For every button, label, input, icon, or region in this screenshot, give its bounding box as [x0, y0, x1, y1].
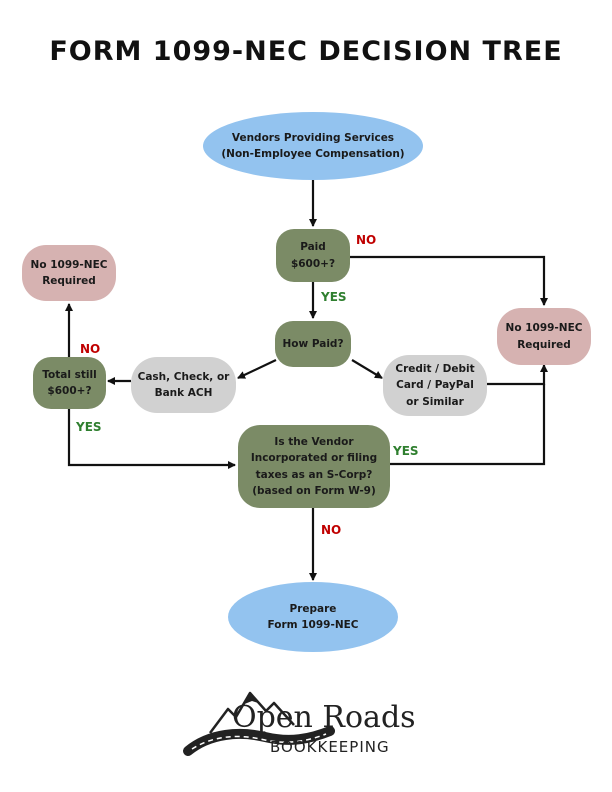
label-yes-incorporated: YES: [393, 444, 419, 458]
label-yes-paid: YES: [321, 290, 347, 304]
label-no-total: NO: [80, 342, 101, 356]
logo-subtitle: BOOKKEEPING: [270, 738, 390, 756]
arrow-credit-to-no: [487, 364, 548, 386]
label-no-paid: NO: [356, 233, 377, 247]
no-1099-nec-left: No 1099-NEC Required: [22, 245, 116, 301]
logo-name: Open Roads: [232, 700, 416, 735]
page-title: FORM 1099-NEC DECISION TREE: [49, 36, 563, 67]
label-yes-total: YES: [76, 420, 102, 434]
arrow-howpaid-to-credit: [351, 359, 383, 379]
prepare-1099-nec-node: Prepare Form 1099-NEC: [228, 582, 398, 652]
credit-card-paypal-node: Credit / Debit Card / PayPal or Similar: [383, 355, 487, 416]
arrow-howpaid-to-cash: [237, 359, 277, 379]
how-paid-decision: How Paid?: [275, 321, 351, 367]
arrow-total-yes: [67, 408, 236, 469]
arrow-incorporated-yes: [390, 384, 546, 466]
vendors-node: Vendors Providing Services (Non-Employee…: [203, 112, 423, 180]
total-still-600-decision: Total still $600+?: [33, 357, 106, 409]
arrow-paid-no: [350, 255, 548, 306]
paid-600-decision: Paid $600+?: [276, 229, 350, 282]
open-roads-logo-icon: [183, 691, 335, 756]
no-1099-nec-right: No 1099-NEC Required: [497, 308, 591, 365]
cash-check-ach-node: Cash, Check, or Bank ACH: [131, 357, 236, 413]
incorporated-decision: Is the Vendor Incorporated or filing tax…: [238, 425, 390, 508]
label-no-incorporated: NO: [321, 523, 342, 537]
